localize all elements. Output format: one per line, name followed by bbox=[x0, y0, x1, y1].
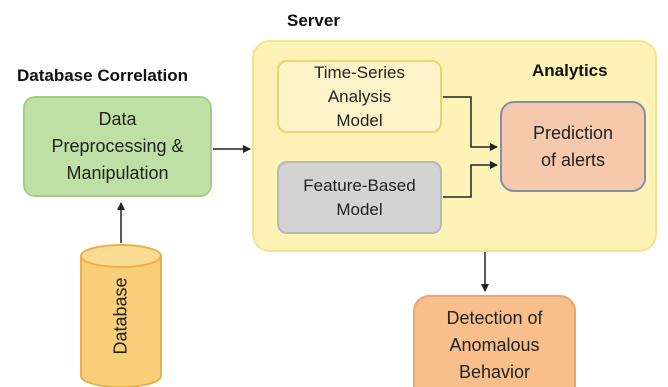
timeseries-line-2: Analysis bbox=[327, 86, 392, 106]
prediction-of-alerts-node: Prediction of alerts bbox=[500, 101, 646, 192]
arrow-timeseries-to-prediction bbox=[443, 96, 498, 151]
detection-line-1: Detection of bbox=[446, 307, 543, 328]
database-label: Database bbox=[110, 277, 131, 355]
detection-line-3: Behavior bbox=[458, 361, 531, 382]
arrow-featurebased-to-prediction bbox=[443, 161, 498, 198]
database-cylinder bbox=[80, 244, 162, 387]
server-label: Server bbox=[287, 11, 340, 30]
detection-node: Detection of Anomalous Behavior bbox=[413, 295, 576, 387]
preprocessing-line-3: Manipulation bbox=[66, 163, 169, 183]
preprocessing-line-2: Preprocessing & bbox=[51, 136, 184, 156]
featurebased-line-2: Model bbox=[336, 199, 383, 219]
analytics-label: Analytics bbox=[532, 61, 608, 80]
featurebased-line-1: Feature-Based bbox=[303, 175, 416, 195]
prediction-line-1: Prediction bbox=[532, 122, 614, 143]
prediction-line-2: of alerts bbox=[540, 149, 605, 170]
detection-line-2: Anomalous bbox=[449, 334, 540, 355]
timeseries-line-3: Model bbox=[336, 110, 383, 130]
preprocessing-node: Data Preprocessing & Manipulation bbox=[23, 96, 212, 197]
timeseries-model-node: Time-Series Analysis Model bbox=[277, 60, 442, 133]
database-correlation-label: Database Correlation bbox=[17, 66, 188, 85]
preprocessing-line-1: Data bbox=[98, 109, 137, 129]
feature-based-model-node: Feature-Based Model bbox=[277, 161, 442, 234]
timeseries-line-1: Time-Series bbox=[314, 62, 405, 82]
